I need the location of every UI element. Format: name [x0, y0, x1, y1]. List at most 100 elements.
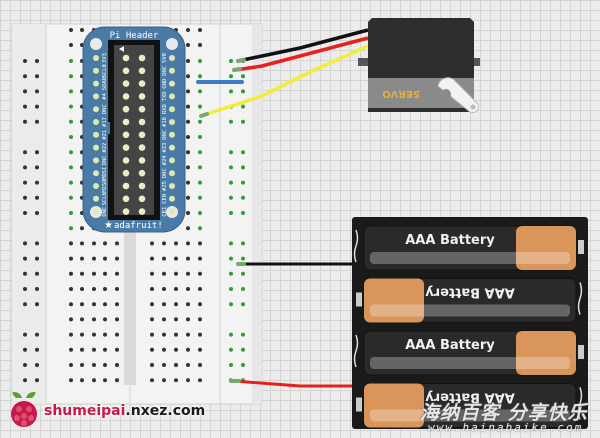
terminal-hole [92, 363, 96, 367]
servo-wires [196, 28, 369, 118]
rail-hole [241, 165, 245, 170]
header-pin [138, 208, 146, 215]
terminal-hole [115, 347, 119, 352]
rail-hole [23, 180, 27, 185]
terminal-hole [69, 74, 73, 79]
terminal-hole [80, 332, 84, 337]
terminal-hole [69, 104, 73, 109]
terminal-hole [150, 363, 154, 367]
header-pin [138, 54, 146, 62]
terminal-hole [103, 317, 107, 322]
breakout-pin [169, 119, 175, 125]
terminal-hole [198, 347, 202, 352]
header-pin-label: #23 [162, 143, 168, 153]
rail-hole [23, 241, 27, 246]
breakout-pin [169, 195, 175, 202]
terminal-hole [186, 363, 190, 367]
header-pin [122, 169, 130, 177]
terminal-hole [150, 332, 154, 337]
terminal-hole [198, 119, 202, 124]
terminal-hole [92, 241, 96, 246]
terminal-hole [198, 43, 202, 47]
mount-hole [90, 38, 102, 50]
flat-contact [356, 397, 362, 412]
rail-hole [229, 271, 233, 276]
terminal-hole [115, 363, 119, 367]
breakout-pin [93, 170, 99, 177]
logo-text-part1: shumeipai [44, 403, 126, 419]
rail-hole [241, 119, 245, 124]
rail-hole [23, 287, 27, 291]
rail-hole [23, 104, 27, 109]
terminal-hole [92, 287, 96, 291]
rail-hole [23, 302, 27, 307]
terminal-hole [186, 74, 190, 79]
raspberry-icon [11, 392, 37, 427]
terminal-hole [186, 180, 190, 185]
pi-header-board: Pi Header 3V3SCL0SDA0#4DNC#17#21#22DNCMO… [82, 26, 186, 233]
rail-hole [35, 104, 39, 109]
header-pin [138, 118, 146, 126]
terminal-hole [115, 256, 119, 261]
rail-hole [241, 271, 245, 276]
header-pin-label: #25 [162, 181, 168, 191]
terminal-hole [80, 271, 84, 276]
rail-hole [23, 150, 27, 155]
breakout-pin [169, 80, 175, 87]
terminal-hole [186, 59, 190, 63]
rail-hole [35, 119, 39, 124]
terminal-hole [198, 89, 202, 94]
breakout-pin [93, 183, 99, 189]
rail-hole [23, 378, 27, 383]
terminal-hole [80, 226, 84, 231]
terminal-hole [162, 347, 166, 352]
rail-hole [241, 363, 245, 367]
header-pin-label: SCL0 [102, 64, 108, 77]
servo-shaft [441, 89, 451, 99]
aaa-battery: AAA Battery [356, 278, 583, 323]
breakout-pin [93, 106, 99, 113]
breakout-pin [93, 55, 99, 61]
rail-hole [23, 347, 27, 352]
header-pin [138, 105, 146, 113]
rail-hole [229, 180, 233, 185]
terminal-hole [69, 28, 73, 32]
rail-hole [229, 119, 233, 124]
terminal-hole [174, 241, 178, 246]
rail-hole [229, 287, 233, 291]
terminal-hole [162, 363, 166, 367]
header-pin [138, 67, 146, 75]
rail-hole [23, 256, 27, 261]
terminal-hole [69, 347, 73, 352]
header-pin-label: 5V0 [162, 53, 168, 63]
terminal-hole [80, 241, 84, 246]
terminal-hole [92, 347, 96, 352]
header-pin [122, 131, 130, 139]
rail-hole [241, 302, 245, 307]
header-pin [138, 157, 146, 164]
terminal-hole [186, 271, 190, 276]
terminal-hole [115, 241, 119, 246]
rail-hole [241, 180, 245, 185]
terminal-hole [69, 302, 73, 307]
header-pin [138, 80, 146, 87]
terminal-hole [186, 332, 190, 337]
servo-horn [437, 77, 480, 114]
header-pin [122, 182, 130, 190]
logo-text-part2: .nxez.com [125, 403, 206, 419]
wire-servo-power [235, 36, 369, 72]
terminal-hole [69, 271, 73, 276]
servo-label: SERVO [382, 88, 420, 99]
terminal-hole [69, 241, 73, 246]
rail-hole [35, 271, 39, 276]
terminal-hole [162, 302, 166, 307]
terminal-hole [69, 119, 73, 124]
battery-label: AAA Battery [405, 233, 495, 248]
header-labels: 3V3SCL0SDA0#4DNC#17#21#22DNCMOSIMISOSCLK… [102, 53, 168, 217]
terminal-hole [162, 256, 166, 261]
header-pin-label: TXD [162, 91, 168, 101]
terminal-hole [69, 256, 73, 261]
terminal-hole [186, 195, 190, 200]
rail-hole [35, 150, 39, 155]
